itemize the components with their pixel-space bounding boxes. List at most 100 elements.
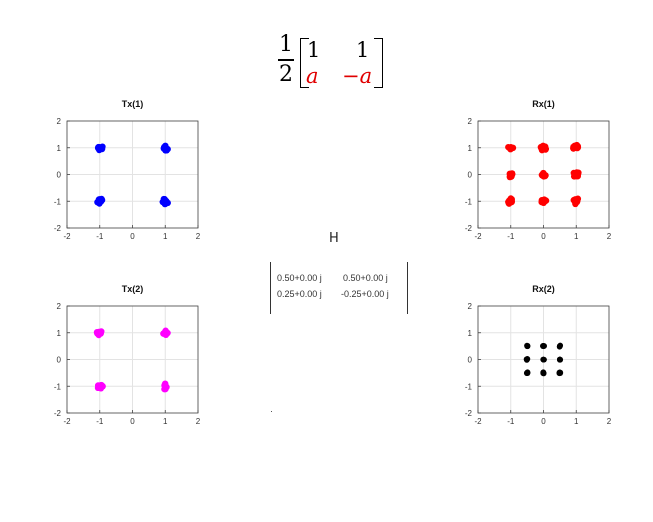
tx1-xtick-label: 2: [196, 232, 201, 241]
tx2-point-sample: [163, 383, 170, 391]
tx1-xtick-label: 0: [130, 232, 135, 241]
tx2-point: [94, 381, 106, 392]
tx2-xtick-label: 2: [196, 417, 201, 426]
rx1-point-sample: [505, 200, 513, 207]
rx1-xtick-label: 1: [574, 232, 579, 241]
tx2-ytick-label: 0: [57, 356, 62, 365]
rx1-point-sample: [571, 198, 578, 205]
tx2-point-sample: [162, 329, 169, 336]
rx1-point: [538, 196, 550, 207]
rx2-point-sample: [557, 343, 563, 349]
formula-m22: −a: [342, 64, 373, 88]
tx2-ytick-label: 2: [57, 302, 62, 311]
tx1-ytick-label: 1: [57, 144, 62, 153]
rx2-point-sample: [524, 356, 530, 362]
tx2-point: [160, 327, 171, 339]
rx2-point-sample: [524, 343, 531, 350]
rx1-point: [506, 170, 516, 181]
rx1-point: [505, 195, 515, 207]
tx2-xtick-label: -1: [96, 417, 104, 426]
rx2-xtick-label: 0: [541, 417, 546, 426]
tx1-xtick-label: -2: [63, 232, 71, 241]
tx1-point-sample: [97, 144, 104, 151]
rx2-ytick-label: -2: [465, 409, 473, 418]
formula-m21: a: [306, 64, 319, 88]
tx2-point: [161, 380, 170, 393]
rx2-ytick-label: -1: [465, 382, 473, 391]
rx1-point: [570, 169, 582, 180]
tx1-xtick-label: -1: [96, 232, 104, 241]
tx1-point-sample: [96, 199, 103, 206]
rx2-point-sample: [557, 370, 564, 376]
h-r2c2: -0.25+0.00 j: [341, 289, 389, 299]
tx1-xtick-label: 1: [163, 232, 168, 241]
rx2-ytick-label: 1: [468, 329, 473, 338]
rx1-ytick-label: 2: [468, 117, 473, 126]
formula-m12: 1: [356, 38, 370, 62]
rx2-point: [524, 342, 531, 350]
rx1-point-sample: [570, 145, 577, 152]
rx2-title: Rx(2): [532, 284, 555, 294]
rx1-point-sample: [541, 143, 549, 150]
precoding-formula: 1 2 1 1 a −a: [270, 32, 390, 90]
rx1-xtick-label: -1: [507, 232, 515, 241]
tx2-point-sample: [96, 382, 103, 389]
coef-numerator: 1: [279, 32, 293, 57]
tx1-ytick-label: -2: [54, 224, 62, 233]
coef-denominator: 2: [279, 62, 293, 87]
rx1-xtick-label: 0: [541, 232, 546, 241]
rx1-xtick-label: 2: [607, 232, 612, 241]
tx2-xtick-label: 1: [163, 417, 168, 426]
rx2-point: [540, 356, 547, 363]
rx2-point: [556, 342, 564, 350]
rx1-point-sample: [509, 144, 517, 152]
tx1-point-sample: [162, 200, 169, 207]
tx1-title: Tx(1): [122, 99, 144, 109]
tx1-point: [160, 142, 171, 154]
rx2-point-sample: [540, 370, 546, 377]
tx1-point: [94, 195, 106, 207]
rx1-point: [538, 169, 549, 180]
rx1-point: [505, 143, 517, 153]
left-bracket: [300, 38, 309, 88]
rx2-point-sample: [524, 369, 531, 376]
tx2-ytick-label: -2: [54, 409, 62, 418]
channel-matrix: 0.50+0.00 j 0.50+0.00 j 0.25+0.00 j -0.2…: [270, 262, 408, 314]
rx1-point: [570, 195, 582, 208]
rx2-ytick-label: 2: [468, 302, 473, 311]
rx2-point-sample: [540, 356, 547, 363]
rx2-point-sample: [557, 356, 564, 363]
tx2-title: Tx(2): [122, 284, 144, 294]
rx1-point: [537, 142, 550, 154]
rx2-point: [523, 369, 531, 377]
rx2-point: [523, 356, 531, 363]
rx2-ytick-label: 0: [468, 356, 473, 365]
fraction-bar: [278, 59, 294, 61]
rx2-point: [540, 369, 547, 377]
tx1-ytick-label: 0: [57, 171, 62, 180]
formula-m11: 1: [307, 38, 321, 62]
tx2-ytick-label: -1: [54, 382, 62, 391]
h-r2c1: 0.25+0.00 j: [277, 289, 322, 299]
rx2-xtick-label: 1: [574, 417, 579, 426]
rx1-point: [570, 141, 582, 152]
tx2-xtick-label: -2: [63, 417, 71, 426]
rx1-point-sample: [542, 197, 550, 204]
rx2-point-sample: [540, 343, 547, 349]
rx2-point: [540, 343, 548, 350]
tx2-xtick-label: 0: [130, 417, 135, 426]
formula-coefficient: 1 2: [278, 32, 294, 88]
rx2-xtick-label: -2: [474, 417, 482, 426]
rx1-point-sample: [540, 173, 547, 180]
tx2-point-sample: [94, 330, 101, 337]
stray-mark: [271, 411, 272, 412]
rx2-point: [556, 369, 564, 377]
right-bracket: [374, 38, 383, 88]
h-r1c1: 0.50+0.00 j: [277, 273, 322, 283]
tx2-ytick-label: 1: [57, 329, 62, 338]
rx1-point-sample: [507, 171, 515, 178]
